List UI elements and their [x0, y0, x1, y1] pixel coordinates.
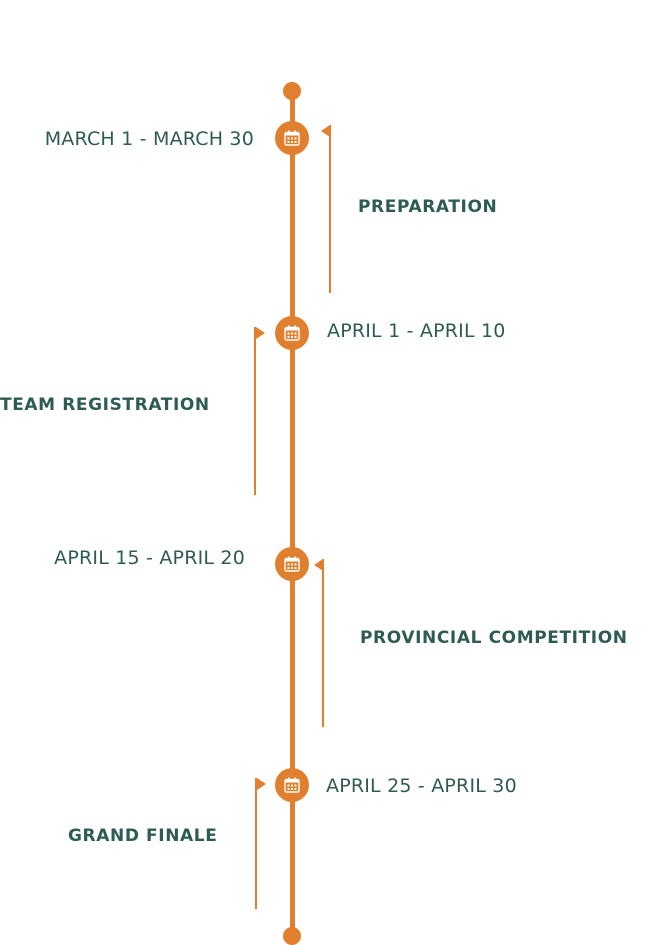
timeline-node-3	[275, 547, 309, 581]
timeline-flag-2	[254, 327, 256, 495]
timeline-date-4: APRIL 25 - APRIL 30	[326, 775, 517, 797]
timeline-start-dot	[283, 82, 301, 100]
calendar-icon	[284, 556, 300, 572]
timeline-flag-tip-3	[314, 559, 323, 571]
calendar-icon	[284, 325, 300, 341]
timeline-flag-1	[329, 125, 331, 293]
timeline-flag-tip-1	[321, 125, 330, 137]
timeline-date-2: APRIL 1 - APRIL 10	[327, 320, 506, 342]
calendar-icon	[284, 130, 300, 146]
timeline-phase-2: TEAM REGISTRATION	[0, 395, 210, 415]
timeline-phase-3: PROVINCIAL COMPETITION	[360, 628, 628, 648]
calendar-icon	[284, 777, 300, 793]
timeline-flag-tip-2	[256, 327, 265, 339]
timeline-flag-tip-4	[257, 778, 266, 790]
timeline-end-dot	[283, 927, 301, 945]
timeline-node-4	[275, 768, 309, 802]
timeline-phase-1: PREPARATION	[358, 197, 498, 217]
timeline-flag-4	[255, 778, 257, 909]
timeline-date-3: APRIL 15 - APRIL 20	[54, 547, 245, 569]
timeline-node-1	[275, 121, 309, 155]
timeline-flag-3	[322, 559, 324, 727]
timeline-phase-4: GRAND FINALE	[68, 826, 218, 846]
timeline-node-2	[275, 316, 309, 350]
timeline-line	[290, 90, 295, 936]
timeline-date-1: MARCH 1 - MARCH 30	[44, 128, 254, 150]
